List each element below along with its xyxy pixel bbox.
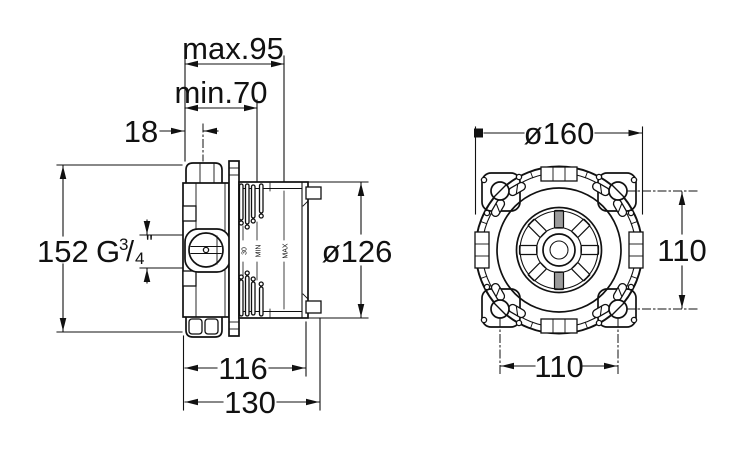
dim-total-length: 130 bbox=[184, 317, 321, 420]
label-depth-min: min.70 bbox=[174, 75, 267, 110]
mounting-ear-top-left bbox=[480, 173, 526, 217]
hex-union-bottom bbox=[185, 317, 223, 338]
scale-mark-max: MAX bbox=[283, 243, 290, 259]
rim-ticks bbox=[479, 170, 639, 330]
label-thread-prefix: G bbox=[96, 234, 120, 269]
depth-scale-marks: 30 MIN MAX bbox=[242, 182, 290, 318]
dim-screw-spacing-horizontal: 110 bbox=[500, 349, 618, 384]
cartridge-hub bbox=[515, 206, 603, 294]
dim-sleeve-diameter: ø126 bbox=[307, 181, 393, 319]
label-thread-numerator: 3 bbox=[119, 235, 128, 254]
mounting-ear-bottom-left bbox=[480, 283, 526, 327]
protection-sleeve bbox=[238, 181, 322, 319]
mounting-ear-bottom-right bbox=[592, 283, 638, 327]
mounting-ear-details bbox=[480, 173, 638, 327]
label-thread-inch-mark: " bbox=[146, 233, 153, 254]
dim-square-terminator bbox=[474, 128, 483, 138]
hex-union-top bbox=[185, 162, 223, 184]
label-sleeve-diameter: ø126 bbox=[322, 234, 393, 269]
dim-outer-diameter: ø160 bbox=[474, 116, 644, 215]
scale-mark-min: MIN bbox=[256, 245, 263, 258]
mounting-flange bbox=[228, 160, 240, 337]
rim-tab-left bbox=[474, 231, 490, 269]
mounting-ear-top-right bbox=[592, 173, 638, 217]
screw-centerlines bbox=[499, 190, 699, 375]
dim-body-length: 116 bbox=[182, 321, 307, 411]
label-body-height: 152 bbox=[37, 234, 89, 269]
inlet-port bbox=[184, 228, 231, 273]
dim-screw-spacing-vertical: 110 bbox=[657, 191, 707, 309]
front-view-valve-body: ø160 110 110 bbox=[474, 116, 707, 384]
label-screw-spacing-horizontal: 110 bbox=[534, 349, 583, 384]
label-thread-slash: / bbox=[126, 236, 135, 268]
rim-tab-right bbox=[628, 231, 644, 269]
label-total-length: 130 bbox=[224, 385, 276, 420]
dim-depth-min: min.70 bbox=[174, 75, 268, 182]
rim-tab-top bbox=[540, 166, 578, 182]
sleeve-slots bbox=[238, 183, 264, 317]
label-body-length: 116 bbox=[218, 351, 267, 386]
scale-mark-30: 30 bbox=[242, 247, 249, 255]
label-thread-denominator: 4 bbox=[135, 249, 144, 268]
dim-body-height-thread: 152 G 3 / 4 " bbox=[37, 164, 183, 333]
sleeve-tab-bottom bbox=[305, 300, 322, 314]
rim-tab-bottom bbox=[540, 318, 578, 334]
label-screw-spacing-vertical: 110 bbox=[657, 233, 706, 268]
side-view-valve-body: 30 MIN MAX max.95 min.70 18 bbox=[37, 31, 392, 420]
label-edge-offset: 18 bbox=[124, 114, 158, 149]
dim-depth-max: max.95 bbox=[182, 31, 285, 182]
label-outer-diameter: ø160 bbox=[524, 116, 595, 151]
dim-edge-offset: 18 bbox=[124, 114, 219, 149]
label-depth-max: max.95 bbox=[182, 31, 284, 66]
sleeve-tab-top bbox=[305, 186, 322, 200]
